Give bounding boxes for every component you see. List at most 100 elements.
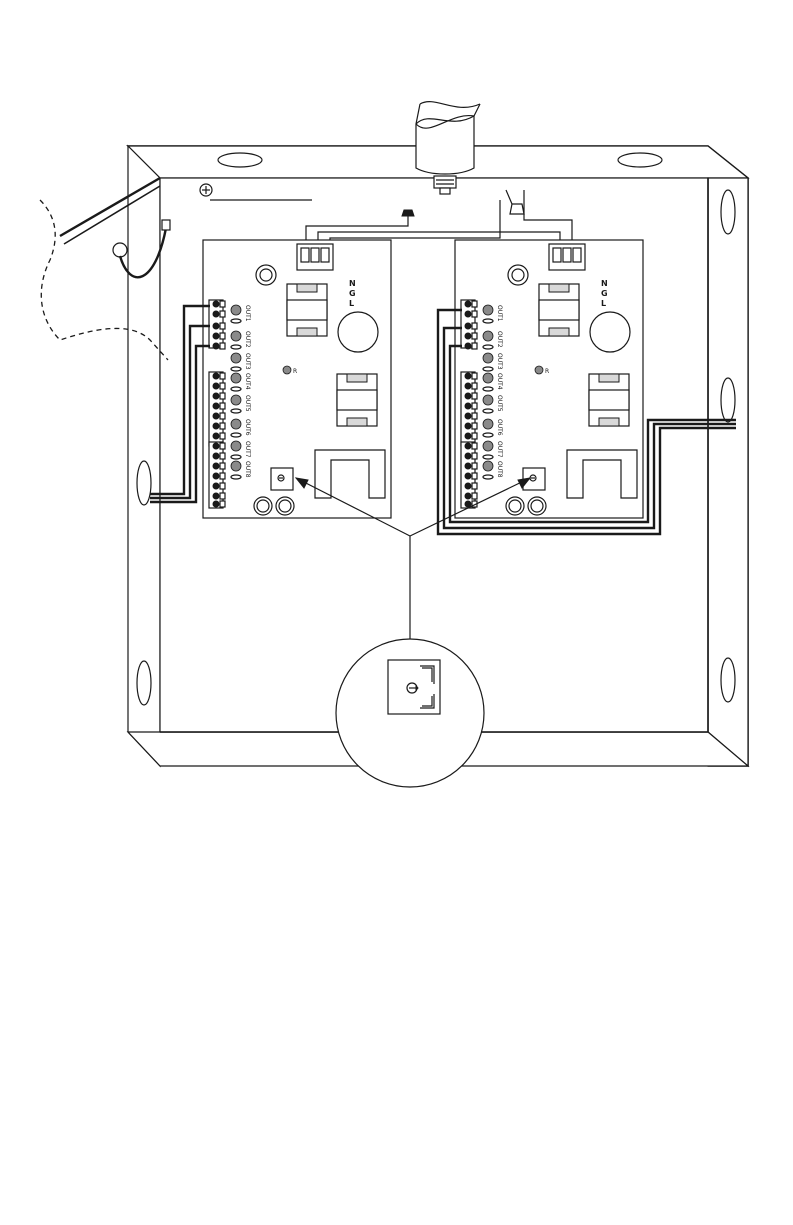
terminal-clamp: [220, 483, 225, 489]
wire-nut-black: [402, 210, 414, 216]
terminal-screw-icon: [465, 463, 471, 469]
terminal-label-n: N: [349, 279, 356, 288]
output-fuse: [231, 345, 241, 349]
terminal-label-l: L: [349, 299, 354, 308]
output-fuse: [483, 345, 493, 349]
knockout-left-upper: [137, 461, 151, 505]
terminal-clamp: [472, 413, 477, 419]
output-label: OUT4: [244, 373, 251, 390]
output-led: [483, 305, 493, 315]
terminal-clamp: [220, 443, 225, 449]
output-led: [483, 373, 493, 383]
terminal-clamp: [220, 423, 225, 429]
terminal-clamp: [472, 493, 477, 499]
knockout-right-top: [721, 190, 735, 234]
output-fuse: [483, 409, 493, 413]
terminal-label-l: L: [601, 299, 606, 308]
terminal-clamp: [220, 473, 225, 479]
terminal-clamp: [220, 323, 225, 329]
output-led: [483, 331, 493, 341]
output-fuse: [231, 367, 241, 371]
output-label: OUT6: [496, 419, 503, 436]
output-label: OUT3: [244, 353, 251, 370]
terminal-clamp: [472, 473, 477, 479]
terminal-screw-icon: [213, 333, 219, 339]
terminal-clamp: [472, 423, 477, 429]
output-led: [483, 419, 493, 429]
terminal-clamp: [220, 311, 225, 317]
output-led: [231, 331, 241, 341]
output-fuse: [231, 409, 241, 413]
terminal-clamp: [472, 453, 477, 459]
terminal-screw-icon: [465, 383, 471, 389]
terminal-screw-icon: [213, 453, 219, 459]
output-fuse: [483, 367, 493, 371]
terminal-screw-icon: [213, 483, 219, 489]
terminal-screw-icon: [465, 403, 471, 409]
terminal-screw-icon: [465, 393, 471, 399]
output-led: [483, 461, 493, 471]
terminal-label-g: G: [601, 289, 608, 298]
output-fuse: [483, 455, 493, 459]
terminal-clamp: [472, 393, 477, 399]
terminal-screw-icon: [465, 343, 471, 349]
terminal-clamp: [220, 343, 225, 349]
output-label: OUT5: [244, 395, 251, 412]
power-led: [283, 366, 291, 374]
terminal-screw-icon: [465, 323, 471, 329]
output-label: OUT3: [496, 353, 503, 370]
terminal-clamp: [472, 343, 477, 349]
terminal-screw-icon: [465, 473, 471, 479]
knockout-right-bottom: [721, 658, 735, 702]
terminal-screw-icon: [465, 443, 471, 449]
terminal-clamp: [472, 323, 477, 329]
terminal-screw-icon: [213, 301, 219, 307]
output-led: [231, 305, 241, 315]
terminal-screw-icon: [213, 423, 219, 429]
terminal-screw-icon: [465, 333, 471, 339]
terminal-screw-icon: [465, 423, 471, 429]
output-fuse: [231, 455, 241, 459]
terminal-label-n: N: [601, 279, 608, 288]
terminal-screw-icon: [213, 413, 219, 419]
output-label: OUT5: [496, 395, 503, 412]
capacitor-icon: [590, 312, 630, 352]
output-label: OUT1: [496, 305, 503, 322]
terminal-clamp: [220, 413, 225, 419]
terminal-clamp: [220, 301, 225, 307]
terminal-clamp: [472, 301, 477, 307]
output-led: [231, 353, 241, 363]
terminal-clamp: [220, 501, 225, 507]
terminal-screw-icon: [465, 453, 471, 459]
terminal-screw-icon: [213, 493, 219, 499]
output-led: [483, 353, 493, 363]
terminal-clamp: [472, 311, 477, 317]
terminal-screw-icon: [213, 433, 219, 439]
output-fuse: [231, 475, 241, 479]
output-fuse: [231, 387, 241, 391]
terminal-screw-icon: [213, 463, 219, 469]
terminal-clamp: [220, 403, 225, 409]
terminal-screw-icon: [465, 413, 471, 419]
knockout-top-left: [218, 153, 262, 167]
terminal-screw-icon: [213, 473, 219, 479]
output-label: OUT6: [244, 419, 251, 436]
terminal-label-g: G: [349, 289, 356, 298]
output-label: OUT8: [244, 461, 251, 478]
knockout-left-lower: [137, 661, 151, 705]
terminal-clamp: [472, 373, 477, 379]
terminal-screw-icon: [213, 443, 219, 449]
output-label: OUT4: [496, 373, 503, 390]
terminal-clamp: [472, 483, 477, 489]
output-fuse: [483, 387, 493, 391]
output-led: [483, 395, 493, 405]
terminal-screw-icon: [213, 383, 219, 389]
output-fuse: [231, 319, 241, 323]
terminal-clamp: [472, 433, 477, 439]
output-led: [231, 441, 241, 451]
terminal-clamp: [220, 383, 225, 389]
output-fuse: [483, 433, 493, 437]
terminal-clamp: [472, 333, 477, 339]
terminal-clamp: [472, 463, 477, 469]
